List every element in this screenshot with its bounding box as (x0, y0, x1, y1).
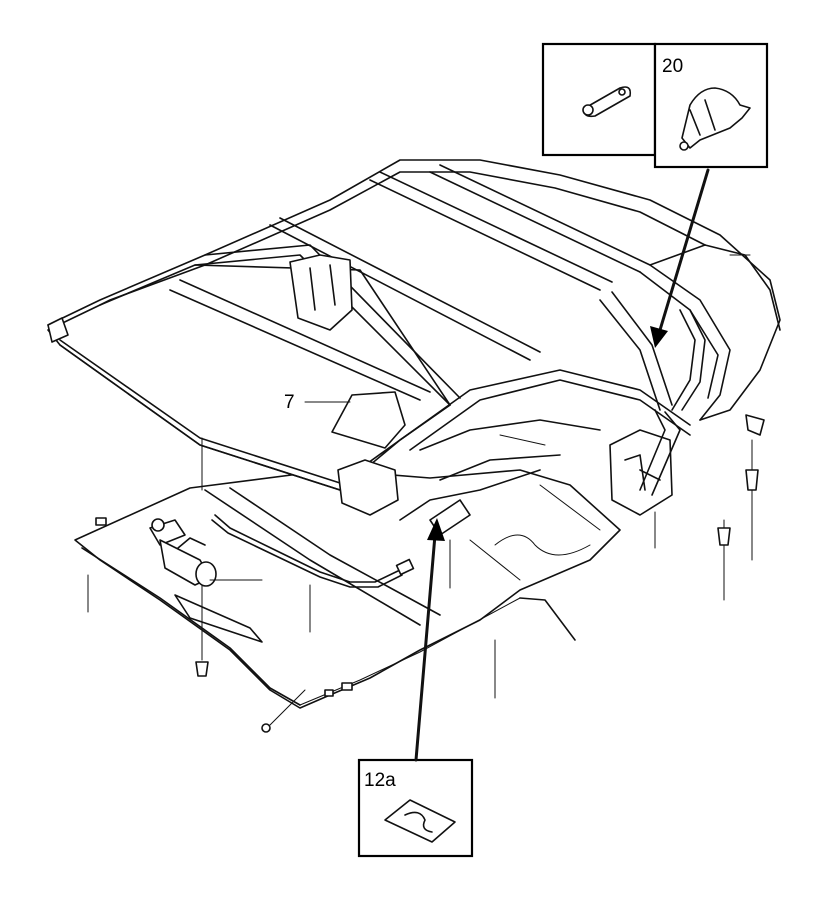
arrow-to-20 (650, 168, 710, 348)
part-7-panel: 7 (284, 391, 406, 449)
label-20: 20 (662, 56, 683, 77)
screw-bottom (261, 689, 306, 733)
screw-left (195, 584, 209, 677)
detail-box-12a: 12a (357, 758, 474, 858)
arrow-to-12a (414, 518, 445, 762)
detail-box-20: 20 (653, 42, 769, 169)
drive-cable (211, 514, 415, 588)
label-12a: 12a (364, 770, 396, 791)
headliner-panel (74, 469, 621, 709)
detail-box-clip (541, 42, 657, 157)
leader-lines (87, 254, 751, 699)
label-7: 7 (284, 392, 295, 413)
screw-right-1 (717, 519, 731, 601)
rear-quarter (704, 244, 781, 331)
screw-right-2 (745, 414, 765, 561)
